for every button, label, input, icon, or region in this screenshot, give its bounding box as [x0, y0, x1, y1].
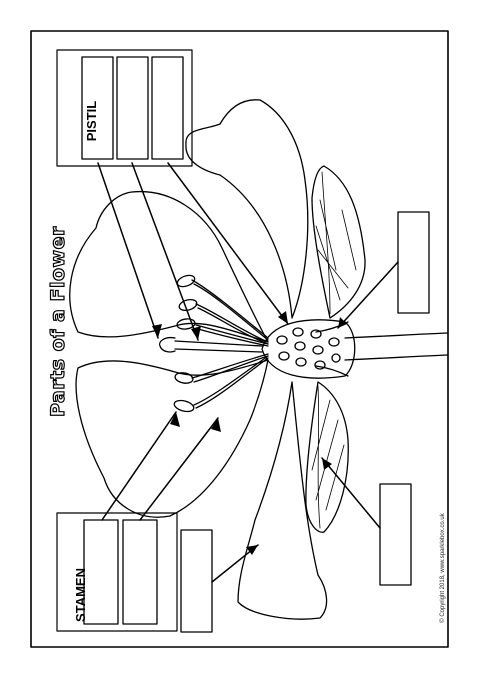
stem	[344, 332, 449, 361]
stamen-answer-box-1[interactable]	[83, 519, 119, 625]
ovules	[276, 327, 341, 370]
pistil-answer-box-1[interactable]	[81, 56, 114, 160]
receptacle	[315, 321, 349, 377]
stamen-label: STAMEN	[73, 568, 88, 622]
ovary	[261, 319, 356, 379]
anthers	[173, 274, 198, 413]
pistil-answer-box-2[interactable]	[116, 56, 149, 160]
answer-box-lower-sepal[interactable]	[379, 483, 412, 586]
sepal-lower	[305, 381, 349, 533]
copyright-notice: © Copyright 2018, www.sparklebox.co.uk	[440, 513, 446, 623]
sepal-upper	[311, 165, 366, 319]
sepal-lower-vein	[311, 385, 345, 529]
pistil-label-box	[56, 49, 193, 167]
stamen-answer-box-2[interactable]	[122, 519, 158, 625]
pistil-answer-box-3[interactable]	[151, 56, 184, 160]
stamen-label-box	[56, 512, 178, 632]
pointer-arrows	[97, 162, 399, 583]
page-border	[30, 30, 449, 648]
petal-upper-left	[69, 190, 269, 343]
answer-box-petal[interactable]	[180, 529, 213, 633]
worksheet-title: Parts of a Flower	[46, 226, 69, 418]
petal-lower-left	[75, 359, 269, 518]
filaments	[191, 279, 269, 409]
arrowheads	[152, 311, 347, 555]
petal-upper-right	[185, 99, 309, 319]
petal-lower-right	[237, 381, 328, 620]
sepal-upper-vein	[315, 171, 357, 315]
pistil-label: PISTIL	[84, 100, 99, 142]
answer-box-sepal[interactable]	[397, 211, 430, 314]
style	[174, 340, 263, 353]
stigma	[158, 336, 176, 353]
